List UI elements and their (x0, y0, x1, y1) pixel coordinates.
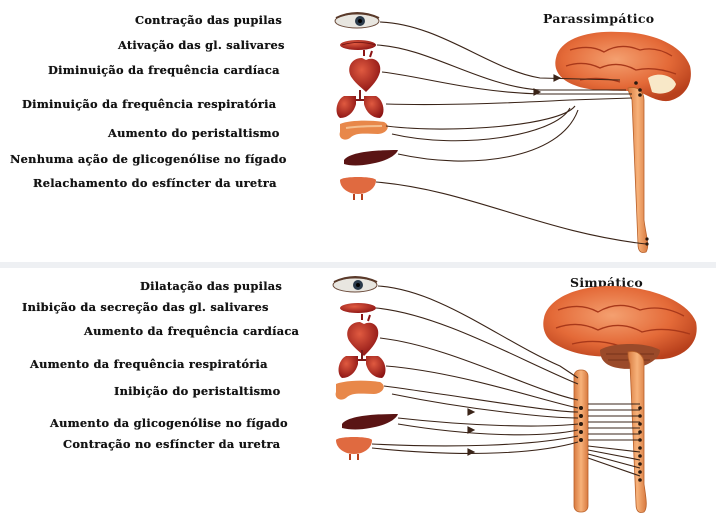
bladder-icon (336, 437, 372, 460)
sympathetic-spinal-cord (628, 352, 646, 513)
bladder-icon (340, 177, 376, 200)
stomach-icon (340, 121, 388, 140)
salivary-gland-icon (340, 303, 376, 313)
sympathetic-brain (543, 286, 696, 369)
liver-icon (344, 150, 398, 166)
eye-icon (333, 277, 377, 292)
parasympathetic-brain (555, 32, 691, 101)
lungs-icon (339, 350, 386, 378)
lungs-icon (337, 90, 384, 118)
heart-icon (347, 314, 378, 356)
liver-icon (342, 414, 398, 430)
parasympathetic-spinal-cord (628, 88, 648, 253)
heart-icon (349, 50, 380, 92)
eye-icon (335, 13, 379, 28)
stomach-icon (336, 381, 384, 400)
salivary-gland-icon (340, 40, 376, 50)
